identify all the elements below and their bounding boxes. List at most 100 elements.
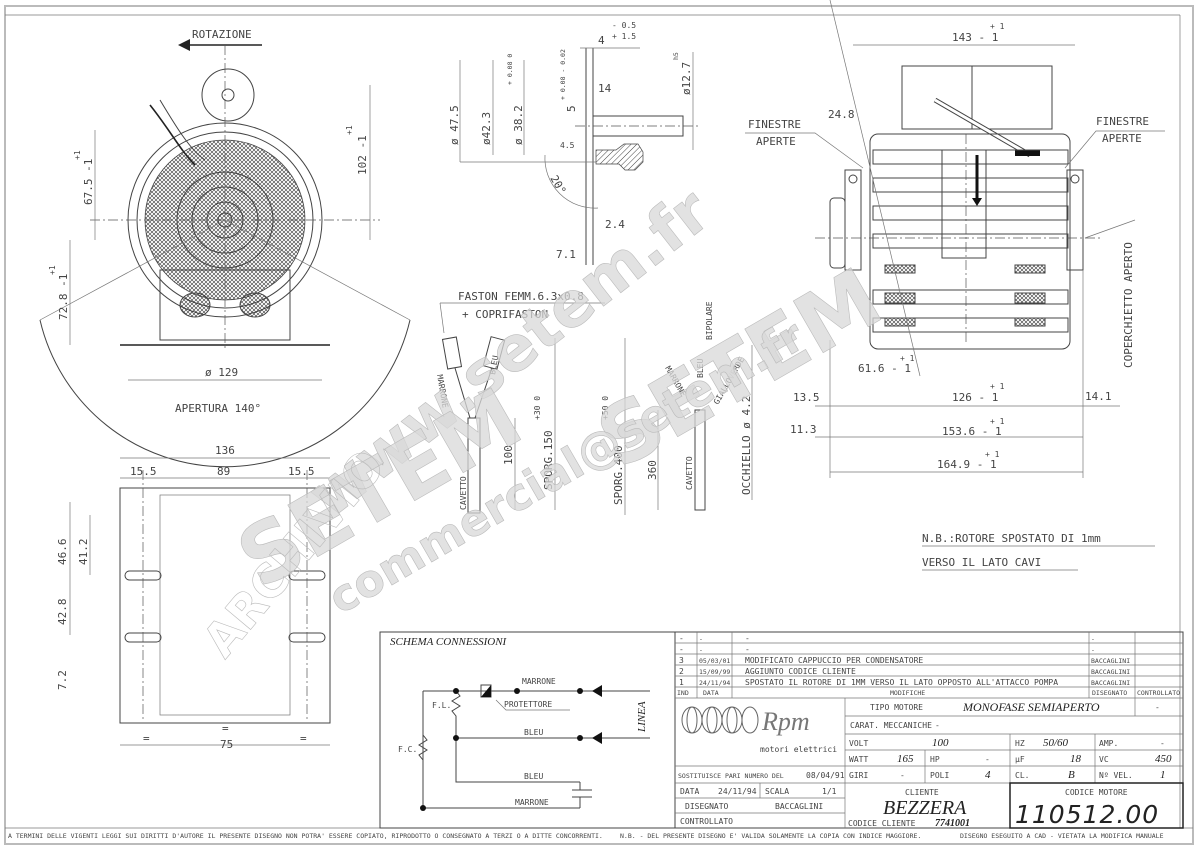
cliente-label: CLIENTE	[905, 788, 939, 797]
schema-linea: LINEA	[636, 701, 648, 733]
dim-42-3: ø42.3	[480, 112, 493, 145]
dim-47-5: ø 47.5	[448, 105, 461, 145]
footer-copyright: A TERMINI DELLE VIGENTI LEGGI SUI DIRITT…	[8, 832, 603, 840]
revision-row: ----	[679, 645, 1095, 654]
dim-153-6-tol: + 1	[990, 417, 1005, 426]
dim-126: 126 - 1	[952, 391, 998, 404]
dim-46-6: 46.6	[56, 539, 69, 566]
dim-153-6: 153.6 - 1	[942, 425, 1002, 438]
dim-61-6-tol: + 1	[900, 354, 915, 363]
dim-360: 360	[646, 460, 659, 480]
carat-value: -	[935, 721, 940, 730]
angle-20: 20°	[547, 173, 568, 197]
dim-143: 143 - 1	[952, 31, 998, 44]
volt-label: VOLT	[849, 739, 868, 748]
dim-2-4: 2.4	[605, 218, 625, 231]
revision-ind: -	[679, 634, 684, 643]
cliente-name: BEZZERA	[883, 797, 967, 819]
hz-value: 50/60	[1043, 737, 1069, 749]
dim-4-tol-upper: - 0.5	[612, 21, 636, 30]
disegnato-label: DISEGNATO	[685, 802, 729, 811]
codice-cliente: 7741001	[935, 818, 970, 829]
header-modifiche: MODIFICHE	[890, 689, 925, 697]
eq-left: =	[143, 732, 150, 745]
drawing-info: SOSTITUISCE PARI NUMERO DEL 08/04/91 DAT…	[678, 771, 845, 826]
motor-code-block: CODICE MOTORE 110512.00	[1009, 782, 1184, 829]
rotation-arrow-icon	[178, 39, 190, 51]
revision-modifica: -	[745, 645, 750, 654]
faston-label: FASTON FEMM.6.3x0.8	[458, 290, 584, 303]
dim-14-1: 14.1	[1085, 390, 1112, 403]
data-value: 24/11/94	[718, 787, 757, 796]
revision-modifica: MODIFICATO CAPPUCCIO PER CONDENSATORE	[745, 656, 923, 665]
occhiello-label: OCCHIELLO ø 4.2	[740, 396, 753, 495]
revision-disegnato: BACCAGLINI	[1091, 679, 1130, 687]
header-ind: IND	[677, 689, 689, 697]
uf-value: 18	[1070, 753, 1082, 765]
finestre-left-line2: APERTE	[756, 135, 796, 148]
shaft-section: 4 - 0.5 + 1.5 ø 47.5 ø42.3 ø 38.2 + 0.08…	[448, 21, 700, 265]
revision-modifica: AGGIUNTO CODICE CLIENTE	[745, 667, 856, 676]
schema-protettore: PROTETTORE	[504, 700, 552, 709]
dim-24-8: 24.8	[828, 108, 855, 121]
dim-143-tol: + 1	[990, 22, 1005, 31]
dim-7-1: 7.1	[556, 248, 576, 261]
uf-label: µF	[1015, 755, 1025, 764]
dim-164-9: 164.9 - 1	[937, 458, 997, 471]
revision-disegnato: BACCAGLINI	[1091, 657, 1130, 665]
dim-4-tol-lower: + 1.5	[612, 32, 636, 41]
revision-disegnato: BACCAGLINI	[1091, 668, 1130, 676]
header-data: DATA	[703, 689, 719, 697]
vc-value: 450	[1155, 753, 1172, 765]
note-line1: N.B.:ROTORE SPOSTATO DI 1mm	[922, 532, 1101, 545]
schema-fl: F.L.	[432, 701, 451, 710]
revision-ind: -	[679, 645, 684, 654]
finestre-left-line1: FINESTRE	[748, 118, 801, 131]
dim-100: 100	[502, 445, 515, 465]
hp-label: HP	[930, 755, 940, 764]
schema-bleu-mid: BLEU	[524, 728, 543, 737]
sporg-400-tol: +50 0	[601, 396, 610, 420]
nvel-value: 1	[1160, 769, 1166, 781]
scala-value: 1/1	[822, 787, 837, 796]
base-view: 136 15.5 89 15.5 46.6 41.2 42.8 7.2 = 75…	[56, 444, 331, 751]
dim-41-2: 41.2	[77, 539, 90, 566]
coperchietto-label: COPERCHIETTO APERTO	[1122, 242, 1135, 368]
vc-label: VC	[1099, 755, 1109, 764]
header-controllato: CONTROLLATO	[1137, 689, 1180, 697]
poli-value: 4	[985, 769, 991, 781]
giri-label: GIRI	[849, 771, 868, 780]
dim-38-2: ø 38.2	[512, 105, 525, 145]
eq-right: =	[300, 732, 307, 745]
sostituisce-label: SOSTITUISCE PARI NUMERO DEL	[678, 772, 784, 780]
revision-data: 24/11/94	[699, 679, 730, 687]
drawing-frame	[4, 5, 1194, 845]
hz-label: HZ	[1015, 739, 1025, 748]
codice-motore: 110512.00	[1015, 800, 1159, 829]
revision-row: ----	[679, 634, 1095, 643]
dim-136: 136	[215, 444, 235, 457]
front-view: ROTAZIONE 102 -1 +1 67.5 -1 +1 72.8 -1 +…	[39, 28, 411, 468]
revision-ind: 1	[679, 678, 684, 687]
cl-value: B	[1068, 769, 1075, 781]
cavetto-label: CAVETTO	[459, 476, 468, 510]
revision-ind: 2	[679, 667, 684, 676]
codice-motore-label: CODICE MOTORE	[1065, 788, 1128, 797]
poli-label: POLI	[930, 771, 949, 780]
sporg-150-tol: +30 0	[533, 396, 542, 420]
dim-15-5-left: 15.5	[130, 465, 157, 478]
watt-value: 165	[897, 753, 914, 765]
giri-value: -	[900, 771, 905, 780]
sporg-150: SPORG.150	[542, 430, 555, 490]
rpm-logo: Rpm motori elettrici	[681, 706, 837, 754]
dim-13-5: 13.5	[793, 391, 820, 404]
revision-disegnato: -	[1091, 635, 1095, 643]
codice-cliente-label: CODICE CLIENTE	[848, 819, 916, 828]
header-disegnato: DISEGNATO	[1092, 689, 1127, 697]
dim-75: 75	[220, 738, 233, 751]
schema-bleu-bottom: BLEU	[524, 772, 543, 781]
tipo-motore-label: TIPO MOTORE	[870, 703, 923, 712]
